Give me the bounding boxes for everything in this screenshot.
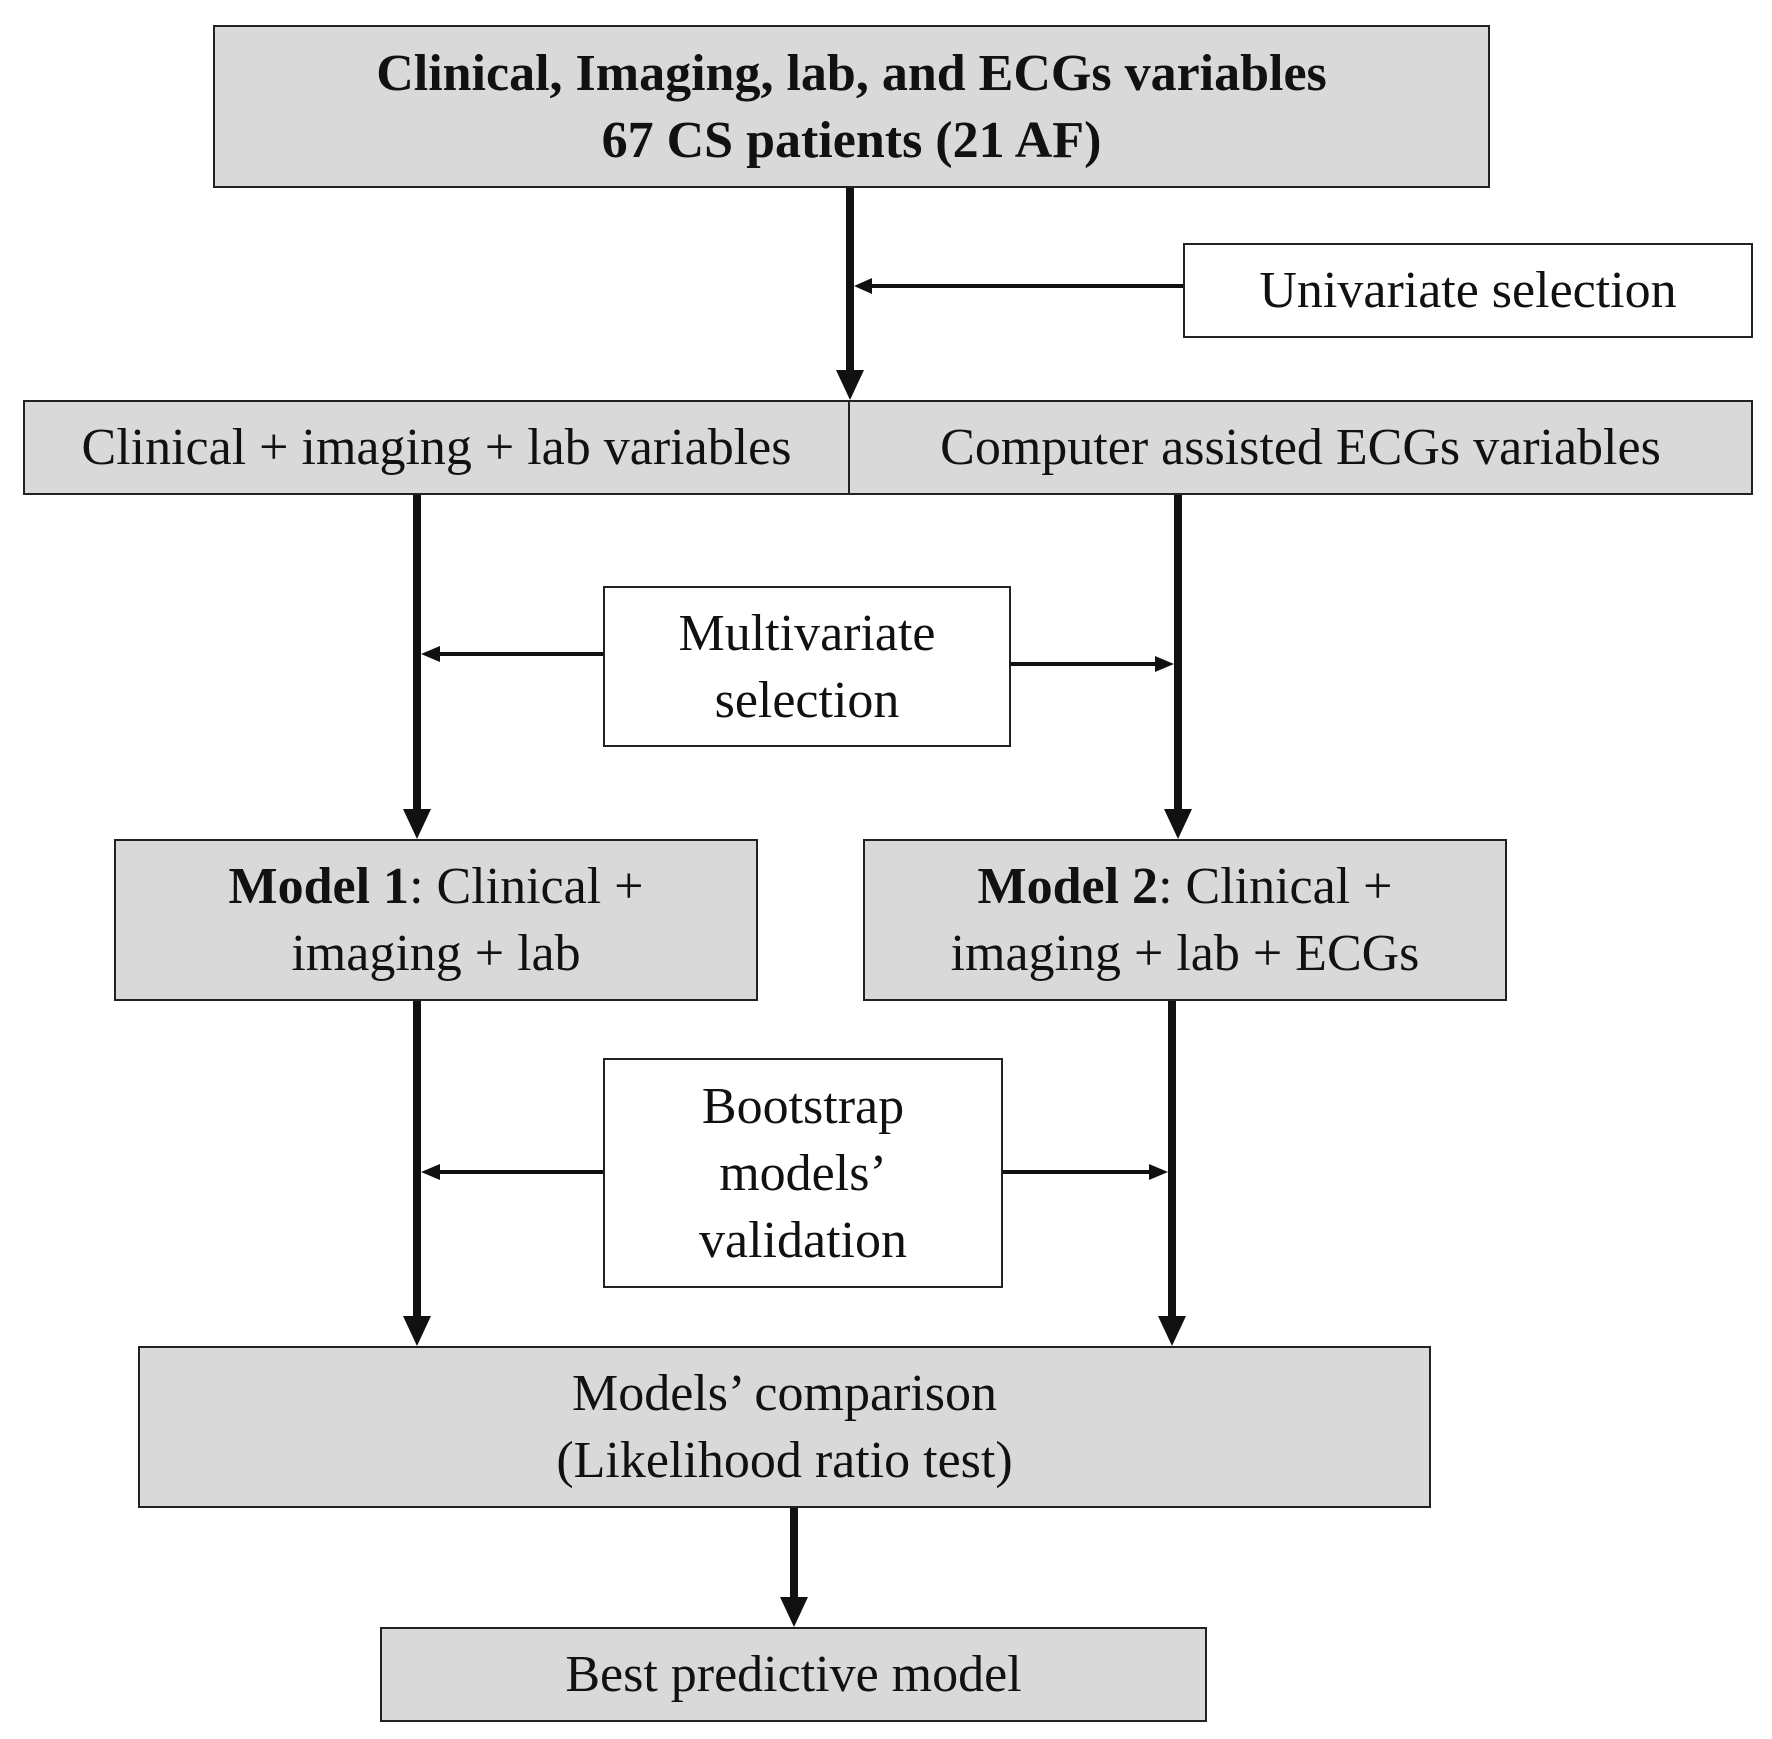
best-model-label: Best predictive model: [565, 1646, 1022, 1703]
model2-line2: imaging + lab + ECGs: [950, 925, 1420, 982]
clinical-variables-label: Clinical + imaging + lab variables: [81, 419, 792, 476]
input-variables-title: Clinical, Imaging, lab, and ECGs variabl…: [376, 44, 1327, 102]
ecg-variables-label: Computer assisted ECGs variables: [940, 419, 1661, 476]
arrow-multivariate-left-head: [421, 646, 440, 662]
multivariate-selection-line1: Multivariate: [678, 604, 936, 662]
patient-count-label: 67 CS patients (21 AF): [601, 111, 1102, 169]
model1-box: Model 1: Clinical + imaging + lab: [114, 839, 758, 1001]
bootstrap-line1: Bootstrap: [701, 1077, 905, 1135]
arrow-bootstrap-left-head: [421, 1164, 440, 1180]
bootstrap-validation-box: Bootstrap models’ validation: [603, 1058, 1003, 1288]
model1-line1: Model 1: Clinical +: [229, 853, 644, 920]
univariate-selection-box: Univariate selection: [1183, 243, 1753, 338]
model1-line2: imaging + lab: [291, 925, 581, 982]
multivariate-selection-line2: selection: [714, 671, 900, 729]
clinical-variables-box: Clinical + imaging + lab variables: [23, 400, 850, 495]
arrow-model1-to-comparison-head: [403, 1316, 431, 1346]
best-model-box: Best predictive model: [380, 1627, 1207, 1722]
arrow-comparison-to-best-head: [780, 1597, 808, 1627]
arrow-ecg-to-model2-head: [1164, 809, 1192, 839]
ecg-variables-box: Computer assisted ECGs variables: [848, 400, 1753, 495]
arrow-multivariate-right-head: [1155, 656, 1174, 672]
bootstrap-line2: models’: [719, 1144, 887, 1202]
arrow-model2-to-comparison-head: [1158, 1316, 1186, 1346]
models-comparison-box: Models’ comparison (Likelihood ratio tes…: [138, 1346, 1431, 1508]
model1-name: Model 1: [228, 858, 410, 915]
model2-box: Model 2: Clinical + imaging + lab + ECGs: [863, 839, 1507, 1001]
bootstrap-line3: validation: [699, 1211, 907, 1269]
model1-line1-rest: : Clinical +: [409, 858, 644, 915]
arrow-bootstrap-right-head: [1149, 1164, 1168, 1180]
comparison-line1: Models’ comparison: [571, 1365, 998, 1422]
comparison-line2: (Likelihood ratio test): [556, 1432, 1013, 1489]
multivariate-selection-box: Multivariate selection: [603, 586, 1011, 747]
univariate-selection-label: Univariate selection: [1259, 262, 1677, 319]
model2-line1: Model 2: Clinical +: [978, 853, 1393, 920]
arrow-univariate-head: [854, 278, 872, 294]
model2-line1-rest: : Clinical +: [1158, 858, 1393, 915]
arrow-top-to-groups-head: [836, 370, 864, 400]
input-variables-box: Clinical, Imaging, lab, and ECGs variabl…: [213, 25, 1490, 188]
model2-name: Model 2: [977, 858, 1159, 915]
arrow-clinical-to-model1-head: [403, 809, 431, 839]
